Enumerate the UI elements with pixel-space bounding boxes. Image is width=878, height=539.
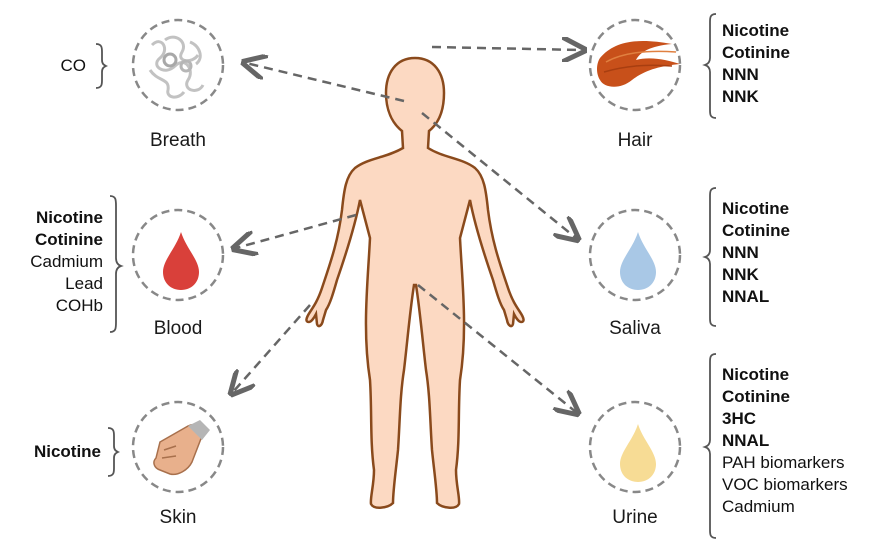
- biomarker-item: Nicotine: [34, 441, 101, 463]
- blood-label: Blood: [108, 318, 248, 340]
- breath-label: Breath: [108, 130, 248, 152]
- biomarker-item: Nicotine: [30, 207, 103, 229]
- biomarker-item: Nicotine: [722, 364, 848, 386]
- biomarker-item: NNK: [722, 86, 790, 108]
- biomarker-item: NNAL: [722, 430, 848, 452]
- skin-label: Skin: [108, 507, 248, 529]
- biomarker-item: Nicotine: [722, 20, 790, 42]
- biomarker-item: NNN: [722, 242, 790, 264]
- breath-brace: [96, 44, 106, 88]
- arrow-to-hair: [432, 47, 582, 50]
- biomarker-item: Cotinine: [722, 42, 790, 64]
- breath-biomarker-list: CO: [61, 55, 87, 77]
- biomarker-item: Nicotine: [722, 198, 790, 220]
- biomarker-item: Lead: [30, 273, 103, 295]
- saliva-label: Saliva: [565, 318, 705, 340]
- biomarker-item: NNK: [722, 264, 790, 286]
- biomarker-item: Cadmium: [30, 251, 103, 273]
- blood-brace: [110, 196, 121, 332]
- biomarker-item: VOC biomarkers: [722, 474, 848, 496]
- skin-biomarker-list: Nicotine: [34, 441, 101, 463]
- hair-label: Hair: [565, 130, 705, 152]
- biomarker-item: Cotinine: [30, 229, 103, 251]
- saliva-brace: [705, 188, 716, 326]
- biomarker-item: Cotinine: [722, 386, 848, 408]
- biomarker-item: NNAL: [722, 286, 790, 308]
- biomarker-item: NNN: [722, 64, 790, 86]
- biomarker-item: COHb: [30, 295, 103, 317]
- skin-brace: [108, 428, 118, 476]
- biomarker-item: PAH biomarkers: [722, 452, 848, 474]
- biomarker-item: Cotinine: [722, 220, 790, 242]
- human-body-icon: [306, 58, 523, 508]
- hair-brace: [705, 14, 716, 118]
- biomarker-item: Cadmium: [722, 496, 848, 518]
- urine-brace: [705, 354, 716, 538]
- biomarker-item: CO: [61, 55, 87, 77]
- arrow-to-breath: [246, 63, 404, 101]
- urine-label: Urine: [565, 507, 705, 529]
- biomarker-item: 3HC: [722, 408, 848, 430]
